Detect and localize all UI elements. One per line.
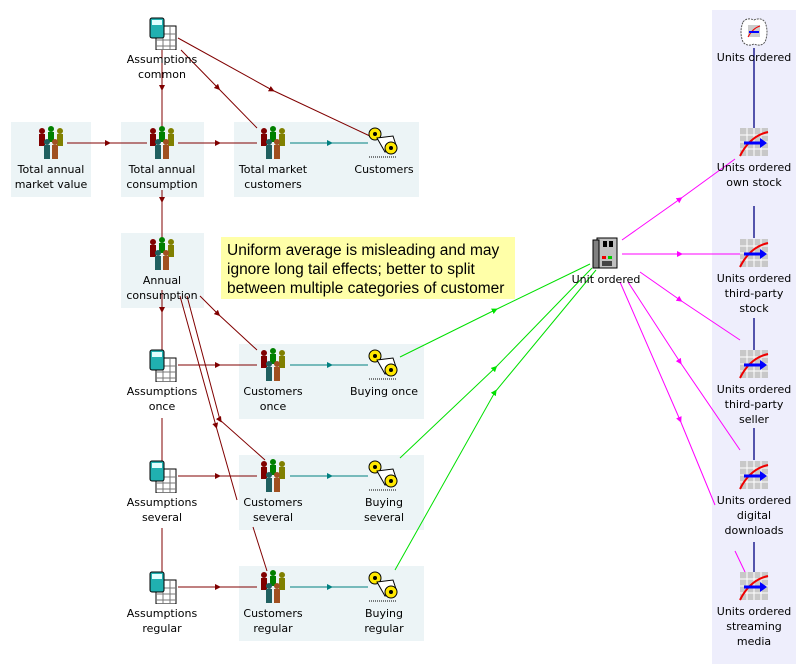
node-units-third-party-stock[interactable]: Units ordered third-party stock: [704, 237, 804, 316]
wire-common-to-total-customers: [180, 49, 258, 129]
node-customers-regular[interactable]: Customers regular: [223, 570, 323, 636]
people-group-icon: [261, 126, 285, 159]
people-group-icon: [150, 126, 174, 159]
group-panel-regular: [239, 566, 424, 641]
wire-buying-several-to-unit: [399, 267, 593, 459]
node-assumptions-several[interactable]: Assumptions several: [112, 459, 212, 525]
group-panel-once: [239, 344, 424, 419]
node-total-annual-market-value[interactable]: Total annual market value: [1, 126, 101, 192]
people-group-icon: [261, 348, 285, 381]
graph-chart-icon: [739, 128, 769, 157]
node-units-streaming-media[interactable]: Units ordered streaming media: [704, 570, 804, 649]
node-units-digital-downloads[interactable]: Units ordered digital downloads: [704, 459, 804, 538]
server-cabinet-icon: [592, 237, 618, 269]
spreadsheet-calculator-icon: [149, 17, 177, 50]
node-assumptions-regular[interactable]: Assumptions regular: [112, 570, 212, 636]
node-units-own-stock[interactable]: Units ordered own stock: [704, 126, 804, 190]
node-customers-several[interactable]: Customers several: [223, 459, 323, 525]
node-customers-once[interactable]: Customers once: [223, 348, 323, 414]
handshake-coins-icon: [368, 349, 398, 380]
node-customers[interactable]: Customers: [334, 126, 434, 177]
graph-chart-icon: [739, 572, 769, 601]
annotation-note: Uniform average is misleading and may ig…: [221, 237, 515, 299]
wire-annual-to-customers-several: [179, 295, 238, 501]
wire-buying-once-to-unit: [399, 263, 591, 358]
group-panel-several: [239, 455, 424, 530]
handshake-coins-icon: [368, 127, 398, 158]
wire-annual-to-customers-regular: [186, 295, 266, 461]
graph-chart-icon: [739, 350, 769, 379]
spreadsheet-calculator-icon: [149, 460, 177, 493]
people-group-icon: [261, 570, 285, 603]
node-buying-regular[interactable]: Buying regular: [334, 570, 434, 636]
node-annual-consumption[interactable]: Annual consumption: [112, 237, 212, 303]
node-total-annual-consumption[interactable]: Total annual consumption: [112, 126, 212, 192]
people-group-icon: [150, 237, 174, 270]
graph-chart-icon: [739, 461, 769, 490]
spreadsheet-calculator-icon: [149, 571, 177, 604]
node-total-market-customers[interactable]: Total market customers: [223, 126, 323, 192]
node-units-ordered[interactable]: Units ordered: [704, 16, 804, 65]
handshake-coins-icon: [368, 460, 398, 491]
people-group-icon: [261, 459, 285, 492]
wire-common-to-customers: [177, 37, 373, 138]
node-buying-once[interactable]: Buying once: [334, 348, 434, 399]
handshake-coins-icon: [368, 571, 398, 602]
graph-cloud-icon: [740, 18, 768, 46]
node-assumptions-common[interactable]: Assumptions common: [112, 16, 212, 82]
graph-chart-icon: [739, 239, 769, 268]
node-unit-ordered[interactable]: Unit ordered: [556, 236, 656, 287]
node-units-third-party-seller[interactable]: Units ordered third-party seller: [704, 348, 804, 427]
spreadsheet-calculator-icon: [149, 349, 177, 382]
wire-buying-regular-to-unit: [394, 269, 597, 571]
node-assumptions-once[interactable]: Assumptions once: [112, 348, 212, 414]
wire-annual-to-customers-once: [199, 295, 258, 351]
node-buying-several[interactable]: Buying several: [334, 459, 434, 525]
people-group-icon: [39, 126, 63, 159]
